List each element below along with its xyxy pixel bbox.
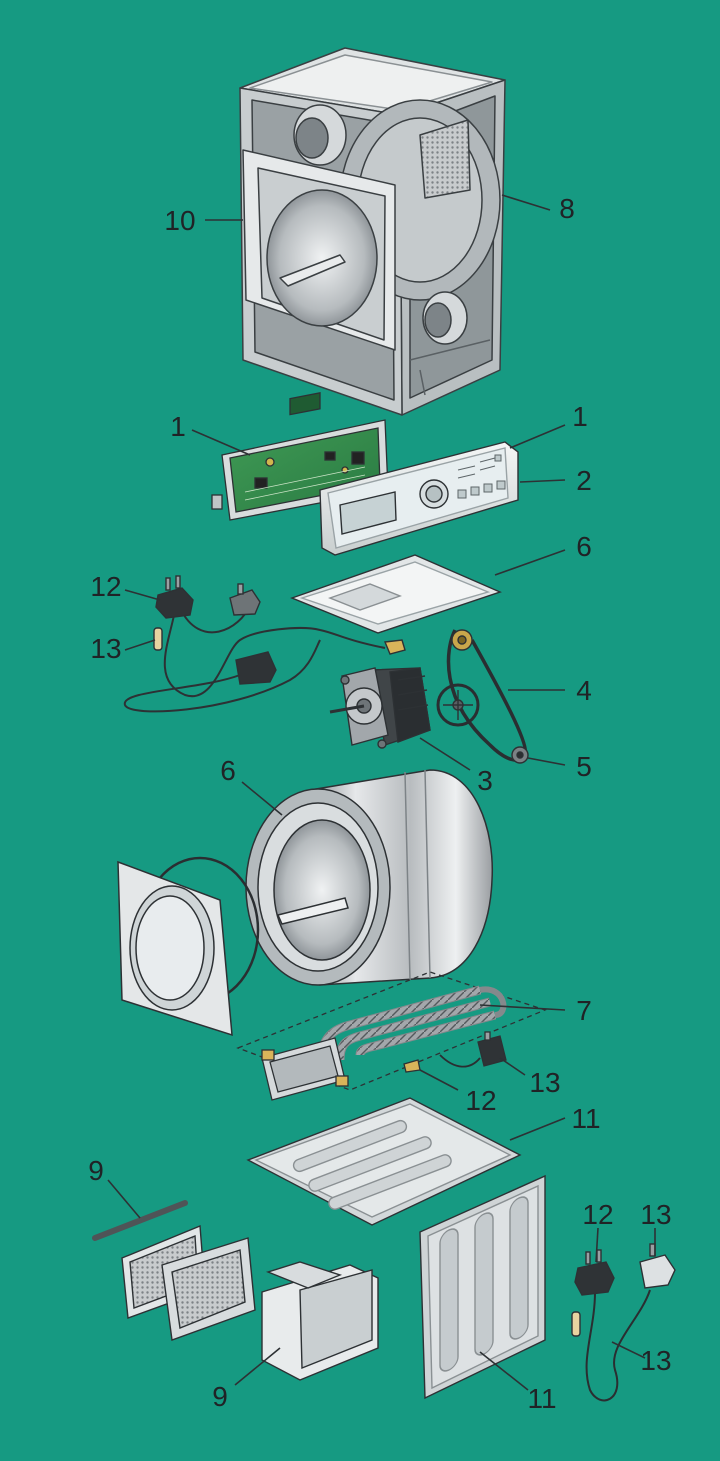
leader-line-drum — [241, 781, 283, 816]
power-cord-bottom — [571, 1243, 676, 1402]
leader-lines-harness-top — [124, 589, 161, 651]
leader-line-6-top — [494, 549, 566, 576]
drum-front-seal — [117, 856, 260, 1037]
label-13-top: 13 — [90, 633, 121, 664]
leader-line-12-top — [124, 589, 161, 601]
leader-line-9-rod — [107, 1179, 141, 1219]
lint-filter-parts — [92, 1200, 379, 1381]
label-13-heater: 13 — [529, 1067, 560, 1098]
heater-assembly — [236, 971, 547, 1101]
label-2: 2 — [576, 465, 592, 496]
label-5: 5 — [576, 751, 592, 782]
leader-lines-drive — [419, 689, 566, 771]
label-12-bottom: 12 — [582, 1199, 613, 1230]
leader-lines-controls — [191, 424, 566, 576]
leader-line-12-bottom — [595, 1227, 599, 1263]
label-3: 3 — [477, 765, 493, 796]
label-13-connector: 13 — [640, 1199, 671, 1230]
leader-line-13-fuse — [611, 1341, 646, 1359]
leader-line-1-panel — [509, 424, 566, 449]
leader-line-1-board — [191, 429, 251, 456]
leader-lines-heater — [419, 1004, 566, 1091]
top-cover-plate — [290, 554, 502, 634]
leader-line-8 — [501, 194, 551, 211]
label-10: 10 — [164, 205, 195, 236]
label-7: 7 — [576, 995, 592, 1026]
leader-line-13-heater — [499, 1057, 526, 1076]
leader-line-11-side — [479, 1351, 529, 1391]
leader-line-9-housing — [234, 1347, 281, 1386]
leader-line-base — [509, 1117, 566, 1141]
label-12-heater: 12 — [465, 1085, 496, 1116]
drive-motor — [329, 667, 431, 749]
leader-line-5 — [527, 757, 566, 766]
control-panel — [319, 441, 519, 556]
label-11-side: 11 — [527, 1383, 556, 1414]
label-6-top: 6 — [576, 531, 592, 562]
label-1-panel: 1 — [572, 401, 588, 432]
dryer-cabinet — [239, 47, 506, 416]
leader-line-13-top — [124, 639, 156, 651]
label-12-top: 12 — [90, 571, 121, 602]
leader-line-12-heater — [419, 1069, 459, 1091]
power-cord-top — [123, 575, 406, 713]
leader-line-side — [479, 1351, 529, 1391]
label-8: 8 — [559, 193, 575, 224]
leader-lines-filter — [107, 1179, 281, 1386]
label-13-fuse: 13 — [640, 1345, 671, 1376]
label-11-base: 11 — [571, 1103, 600, 1134]
belt-drive — [436, 629, 529, 764]
leader-lines-cabinet — [205, 194, 551, 221]
label-9-rod: 9 — [88, 1155, 104, 1186]
leader-line-6-drum — [241, 781, 283, 816]
leader-line-3 — [419, 737, 471, 771]
leader-line-2 — [519, 479, 566, 483]
label-1-board: 1 — [170, 411, 186, 442]
leader-line-11-base — [509, 1117, 566, 1141]
label-6-drum: 6 — [220, 755, 236, 786]
leader-lines-cord-bottom — [595, 1227, 656, 1359]
leader-line-7 — [479, 1004, 566, 1011]
base-panel — [246, 1097, 522, 1226]
drum-assembly — [245, 769, 494, 986]
label-4: 4 — [576, 675, 592, 706]
label-9-housing: 9 — [212, 1381, 228, 1412]
side-panel — [419, 1174, 546, 1400]
